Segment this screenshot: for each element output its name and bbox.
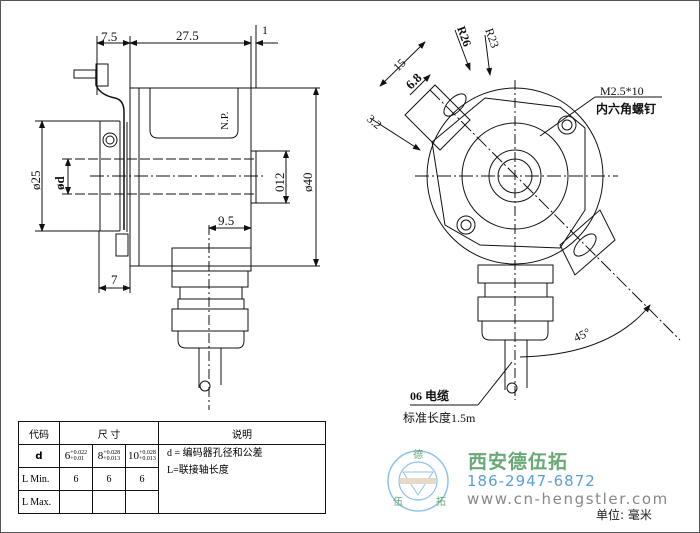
dim-angle-45: 45° bbox=[571, 325, 592, 345]
note-l: L=联接轴长度 bbox=[167, 465, 229, 476]
dim-dia-40: ø40 bbox=[300, 173, 315, 193]
logo-char-tuo: 拓 bbox=[436, 496, 446, 508]
dimension-table: 代码 尺 寸 说明 d 6+0.022+0.01 8+0.028+0.013 1… bbox=[18, 421, 326, 514]
dim-dia-12: 012 bbox=[272, 173, 287, 193]
label-np: N.P. bbox=[219, 111, 231, 130]
brand-phone: 186-2947-6872 bbox=[467, 472, 596, 490]
dim-r26: R26 bbox=[454, 24, 474, 48]
brand-name: 西安德伍拓 bbox=[468, 451, 569, 473]
dim-27-5: 27.5 bbox=[176, 28, 199, 43]
dim-3-2: 3.2 bbox=[364, 112, 384, 132]
lmax-value bbox=[92, 490, 126, 514]
lmin-value: 6 bbox=[125, 467, 159, 491]
dim-r23: R23 bbox=[482, 26, 502, 50]
unit-label: 单位: 毫米 bbox=[596, 508, 652, 522]
dim-7: 7 bbox=[111, 272, 118, 287]
table-notes: d = 编码器孔径和公差 L=联接轴长度 bbox=[158, 444, 326, 514]
dim-7-5: 7.5 bbox=[101, 29, 117, 44]
lmax-value bbox=[125, 490, 159, 514]
d-value-8: 8+0.028+0.013 bbox=[92, 444, 126, 468]
header-code: 代码 bbox=[18, 421, 60, 445]
screw-name: 内六角螺钉 bbox=[596, 101, 656, 116]
row-lmin-code: L Min. bbox=[18, 467, 60, 491]
dim-15: 15 bbox=[390, 56, 408, 74]
dim-6-8: 6.8 bbox=[403, 70, 425, 92]
logo-char-de: 德 bbox=[413, 448, 423, 461]
lmax-value bbox=[59, 490, 93, 514]
dim-9-5: 9.5 bbox=[218, 213, 234, 228]
d-value-10: 10+0.028+0.013 bbox=[125, 444, 159, 468]
logo-char-wu: 伍 bbox=[393, 496, 403, 508]
dim-1: 1 bbox=[262, 23, 268, 37]
lmin-value: 6 bbox=[59, 467, 93, 491]
brand-url: www.cn-hengstler.com bbox=[467, 490, 669, 508]
note-d: d = 编码器孔径和公差 bbox=[167, 448, 263, 459]
dim-dia-25: ø25 bbox=[28, 171, 43, 191]
cable-length: 标准长度1.5m bbox=[403, 410, 476, 425]
header-desc: 说明 bbox=[158, 421, 326, 445]
d-value-6: 6+0.022+0.01 bbox=[59, 444, 93, 468]
lmin-value: 6 bbox=[92, 467, 126, 491]
row-d-code: d bbox=[18, 444, 60, 468]
dim-dia-d: ød bbox=[52, 176, 67, 191]
brand-logo-icon: 德 伍 拓 bbox=[387, 448, 449, 512]
cable-code: 06 电缆 bbox=[410, 388, 449, 403]
row-lmax-code: L Max. bbox=[18, 490, 60, 514]
screw-spec: M2.5*10 bbox=[600, 84, 644, 98]
header-size: 尺 寸 bbox=[59, 421, 159, 445]
